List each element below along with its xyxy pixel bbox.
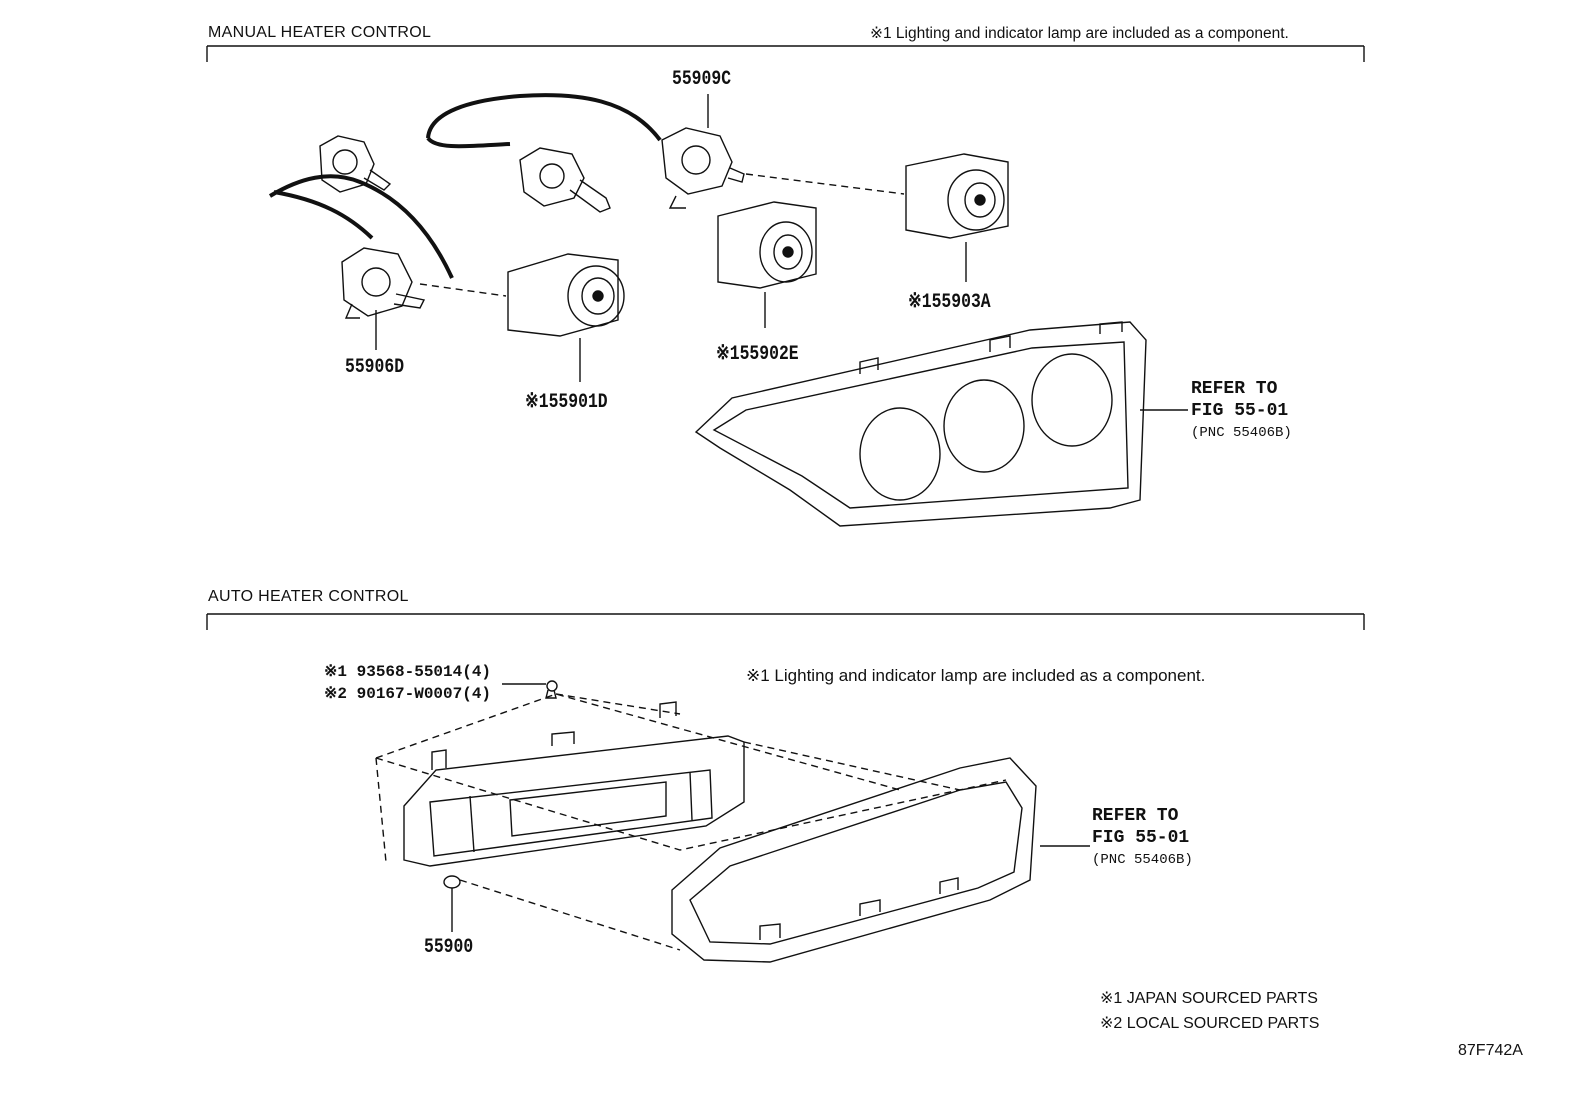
cable-housing-55909C [661, 127, 745, 209]
manual-refer-callout: REFER TO FIG 55-01 (PNC 55406B) [1191, 378, 1292, 444]
cable-housing-middle [519, 147, 611, 213]
auto-refer-line2: FIG 55-01 [1092, 828, 1190, 848]
assembly-dashed-lines-manual [419, 173, 905, 297]
manual-section-bracket [206, 45, 1365, 62]
manual-refer-line1: REFER TO [1191, 379, 1278, 399]
fastener-line2: ※2 90167-W0007(4) [324, 685, 492, 703]
auto-section-note: ※1 Lighting and indicator lamp are inclu… [746, 666, 1206, 685]
part-number-55902E: ※155902E [716, 343, 799, 366]
knob-unit-55901D [507, 253, 625, 337]
legend-local: ※2 LOCAL SOURCED PARTS [1100, 1015, 1320, 1032]
auto-section-bracket [206, 613, 1365, 630]
auto-section-header: AUTO HEATER CONTROL [208, 588, 409, 605]
part-number-55903A: ※155903A [908, 291, 991, 314]
part-number-55901D: ※155901D [525, 391, 608, 414]
sourcing-legend: ※1 JAPAN SOURCED PARTS ※2 LOCAL SOURCED … [1100, 986, 1319, 1036]
manual-section-note: ※1 Lighting and indicator lamp are inclu… [870, 25, 1289, 42]
control-cable-left [268, 174, 454, 279]
manual-refer-pnc: (PNC 55406B) [1191, 425, 1292, 441]
control-cable-top [426, 93, 662, 149]
fastener-line1: ※1 93568-55014(4) [324, 663, 492, 681]
knob-unit-55903A [905, 153, 1009, 239]
assembly-dashed-lines-auto [375, 693, 1007, 951]
part-number-55906D: 55906D [345, 356, 405, 379]
fastener-callout: ※1 93568-55014(4) ※2 90167-W0007(4) [324, 661, 491, 705]
cable-housing-upper-left [319, 135, 392, 193]
legend-japan: ※1 JAPAN SOURCED PARTS [1100, 990, 1318, 1007]
manual-section-header: MANUAL HEATER CONTROL [208, 24, 432, 41]
leader-lines-auto [451, 845, 1090, 932]
control-unit-55900 [403, 701, 745, 889]
part-number-55909C: 55909C [672, 68, 732, 91]
figure-code: 87F742A [1458, 1042, 1523, 1059]
auto-refer-callout: REFER TO FIG 55-01 (PNC 55406B) [1092, 805, 1193, 871]
auto-refer-pnc: (PNC 55406B) [1092, 852, 1193, 868]
trim-panel-manual [694, 321, 1147, 527]
cable-housing-55906D [341, 247, 426, 319]
bezel-auto [671, 757, 1037, 963]
auto-refer-line1: REFER TO [1092, 806, 1179, 826]
leader-lines-manual [375, 94, 1188, 411]
part-number-55900: 55900 [424, 936, 474, 959]
manual-refer-line2: FIG 55-01 [1191, 401, 1289, 421]
fastener-screw [502, 680, 558, 699]
knob-unit-55902E [717, 201, 817, 289]
